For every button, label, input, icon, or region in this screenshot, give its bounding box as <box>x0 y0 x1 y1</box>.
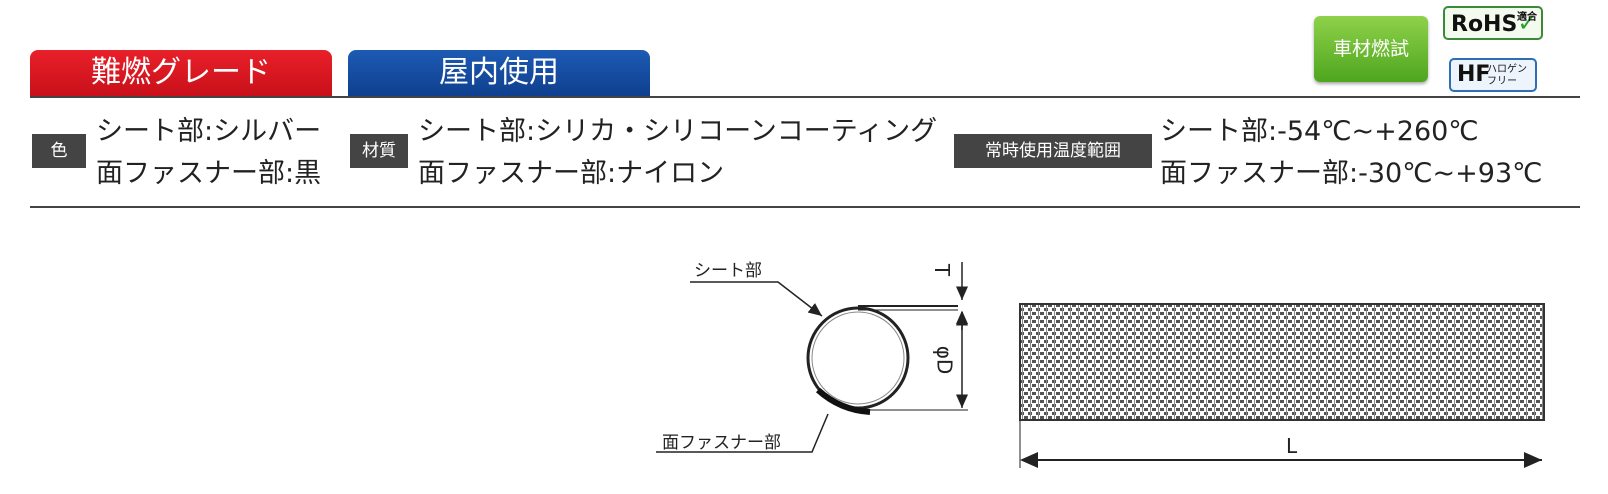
sleeve-inner-wall <box>811 311 905 405</box>
halogen-free-badge: HF ハロゲン フリー <box>1449 58 1537 92</box>
vehicle-flame-test-badge: 車材燃試 <box>1314 16 1428 82</box>
color-label: 色 <box>32 134 86 168</box>
sleeve-weave-flat <box>1019 303 1545 421</box>
material-label: 材質 <box>350 134 408 168</box>
temp-sheet-value: シート部:-54℃~+260℃ <box>1160 116 1479 147</box>
fastener-overlap <box>815 387 871 415</box>
rohs-small-text: 適合 <box>1517 12 1537 23</box>
temperature-range-label: 常時使用温度範囲 <box>954 134 1152 168</box>
check-icon: ✓ <box>1517 9 1538 37</box>
rohs-badge: RoHS✓ 適合 <box>1443 6 1543 40</box>
header-divider <box>30 96 1580 98</box>
specs-divider <box>30 206 1580 208</box>
dim-d-label: φD <box>932 345 957 375</box>
hf-small-text: ハロゲン フリー <box>1487 64 1527 87</box>
fastener-part-label: 面ファスナー部 <box>662 433 781 453</box>
sheet-part-label: シート部 <box>694 261 762 281</box>
tab-indoor-use: 屋内使用 <box>348 50 650 96</box>
color-sheet-value: シート部:シルバー <box>96 116 322 147</box>
hf-text: HF <box>1457 62 1491 87</box>
dim-l-label: L <box>1286 434 1298 458</box>
color-fastener-value: 面ファスナー部:黒 <box>96 158 322 189</box>
material-fastener-value: 面ファスナー部:ナイロン <box>418 158 725 189</box>
temp-fastener-value: 面ファスナー部:-30℃~+93℃ <box>1160 158 1543 189</box>
dim-t-label: T <box>930 263 955 277</box>
material-sheet-value: シート部:シリカ・シリコーンコーティング <box>418 116 938 147</box>
sheet-leader <box>690 281 823 317</box>
rohs-text: RoHS <box>1451 12 1518 37</box>
fastener-leader <box>656 413 829 453</box>
tab-flame-retardant-grade: 難燃グレード <box>30 50 332 96</box>
